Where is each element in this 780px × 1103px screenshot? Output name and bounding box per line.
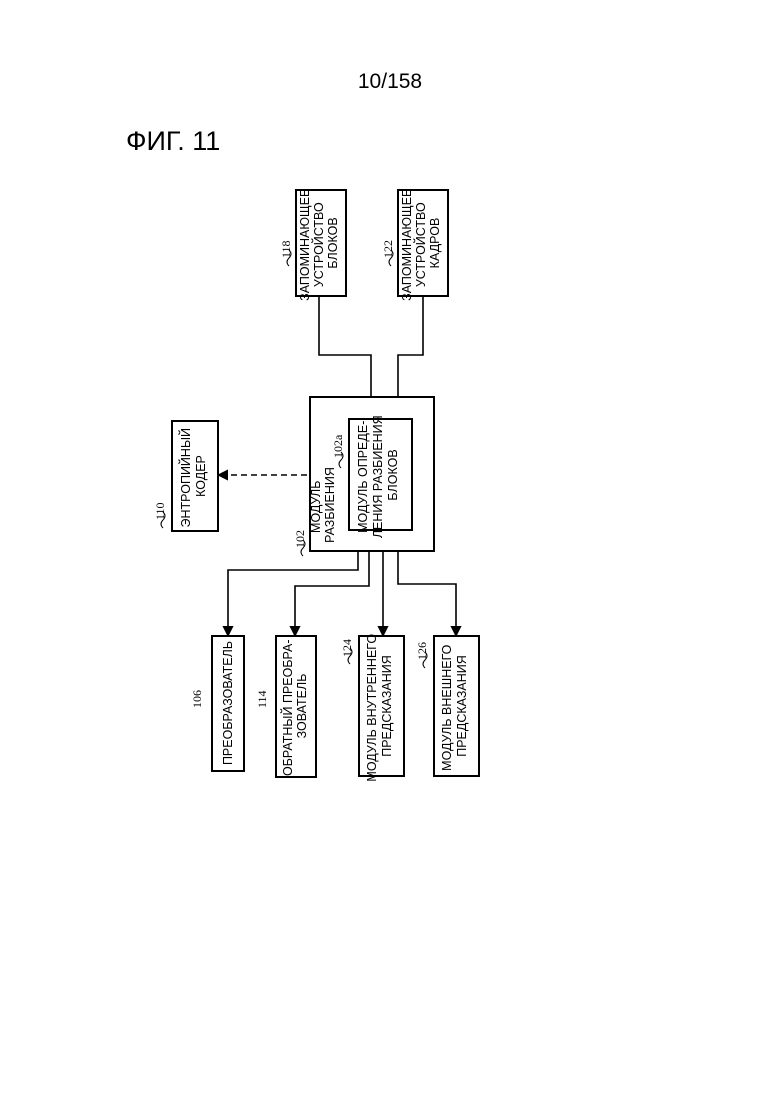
- intra-prediction-label-line: ПРЕДСКАЗАНИЯ: [380, 655, 394, 757]
- transformer-ref: 106: [190, 690, 204, 708]
- inter-prediction-126: МОДУЛЬ ВНЕШНЕГО ПРЕДСКАЗАНИЯ 126: [415, 636, 479, 776]
- inter-prediction-label-line: МОДУЛЬ ВНЕШНЕГО: [440, 644, 454, 770]
- frame-memory-122: ЗАПОМИНАЮЩЕЕ УСТРОЙСТВО КАДРОВ 122: [381, 185, 448, 301]
- svg-text:МОДУЛЬ РАЗБИЕНИЯ: МОДУЛЬ РАЗБИЕНИЯ: [309, 467, 337, 543]
- split-module-label-line: РАЗБИЕНИЯ: [323, 467, 337, 543]
- inverse-transformer-ref: 114: [255, 690, 269, 708]
- intra-prediction-124: МОДУЛЬ ВНУТРЕННЕГО ПРЕДСКАЗАНИЯ 124: [340, 630, 404, 781]
- svg-text:ПРЕОБРАЗОВАТЕЛЬ: ПРЕОБРАЗОВАТЕЛЬ: [221, 641, 235, 765]
- frame-memory-label-line: УСТРОЙСТВО: [413, 202, 428, 287]
- inverse-transformer-114: ОБРАТНЫЙ ПРЕОБРА- ЗОВАТЕЛЬ 114: [255, 636, 316, 777]
- block-memory-118: ЗАПОМИНАЮЩЕЕ УСТРОЙСТВО БЛОКОВ 118: [279, 185, 346, 301]
- inverse-transformer-label-line: ОБРАТНЫЙ ПРЕОБРА-: [280, 639, 295, 776]
- frame-memory-label-line: КАДРОВ: [428, 218, 442, 269]
- split-module-label-line: МОДУЛЬ: [309, 481, 323, 533]
- intra-prediction-label-line: МОДУЛЬ ВНУТРЕННЕГО: [365, 634, 379, 782]
- transformer-106: ПРЕОБРАЗОВАТЕЛЬ 106: [190, 636, 244, 771]
- transformer-label-line: ПРЕОБРАЗОВАТЕЛЬ: [221, 641, 235, 765]
- split-decision-label-line: ЛЕНИЯ РАЗБИЕНИЯ: [371, 415, 385, 538]
- svg-text:МОДУЛЬ ВНЕШНЕГО ПРЕДСКАЗ: МОДУЛЬ ВНЕШНЕГО ПРЕДСКАЗАНИЯ: [440, 641, 469, 771]
- split-decision-label-line: БЛОКОВ: [386, 449, 400, 500]
- entropy-coder-label-line: КОДЕР: [194, 455, 208, 497]
- inter-prediction-label-line: ПРЕДСКАЗАНИЯ: [455, 655, 469, 757]
- split-decision-label-line: МОДУЛЬ ОПРЕДЕ-: [356, 421, 370, 533]
- inverse-transformer-label-line: ЗОВАТЕЛЬ: [295, 674, 309, 739]
- entropy-coder-110: ЭНТРОПИЙНЫЙ КОДЕР 110: [153, 421, 218, 531]
- entropy-coder-label-line: ЭНТРОПИЙНЫЙ: [178, 428, 193, 527]
- frame-memory-label-line: ЗАПОМИНАЮЩЕЕ: [400, 189, 414, 301]
- block-memory-label-line: ЗАПОМИНАЮЩЕЕ: [298, 189, 312, 301]
- block-memory-label-line: УСТРОЙСТВО: [311, 202, 326, 287]
- block-memory-label-line: БЛОКОВ: [326, 217, 340, 268]
